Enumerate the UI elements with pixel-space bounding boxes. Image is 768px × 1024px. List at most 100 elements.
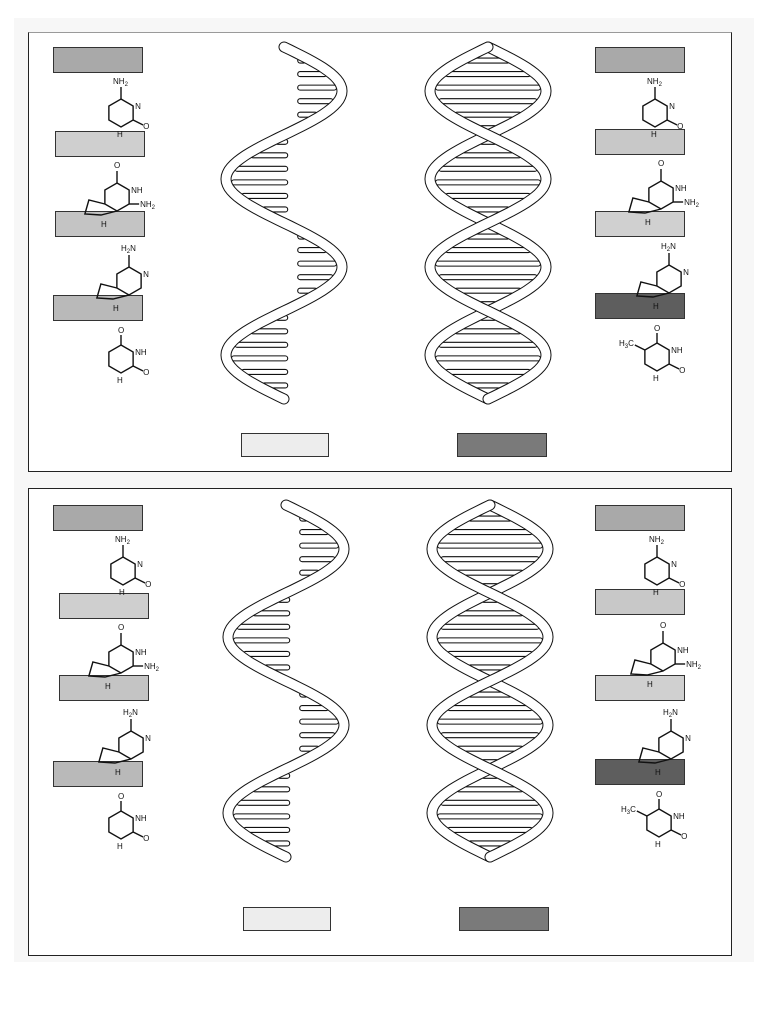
adenine-structure-icon: H2N N H — [87, 701, 177, 780]
svg-text:N: N — [683, 268, 689, 277]
svg-text:NH: NH — [677, 646, 689, 655]
rna-label-box[interactable] — [243, 907, 331, 931]
svg-text:NH2: NH2 — [140, 200, 156, 211]
svg-text:H: H — [105, 682, 111, 689]
svg-text:NH: NH — [135, 814, 147, 823]
thymine-structure-icon: O H3C O NH H — [619, 787, 699, 862]
svg-text:NH2: NH2 — [647, 77, 663, 88]
rna-label-box[interactable] — [241, 433, 329, 457]
svg-text:N: N — [685, 734, 691, 743]
svg-text:H: H — [113, 304, 119, 311]
svg-text:H: H — [119, 588, 125, 597]
svg-text:O: O — [677, 122, 683, 131]
svg-text:N: N — [669, 102, 675, 111]
right-label-box-guanine[interactable] — [595, 589, 685, 615]
svg-text:N: N — [137, 560, 143, 569]
svg-text:H: H — [647, 680, 653, 687]
svg-text:NH2: NH2 — [144, 662, 160, 673]
svg-text:O: O — [654, 324, 660, 333]
svg-text:O: O — [660, 621, 666, 630]
rna-single-strand-helix-icon — [211, 495, 361, 872]
svg-text:NH: NH — [135, 348, 147, 357]
svg-text:N: N — [135, 102, 141, 111]
dna-double-helix-icon — [415, 495, 565, 872]
cytosine-structure-icon: NH2 O N H — [625, 73, 695, 148]
svg-text:H: H — [655, 768, 661, 775]
uracil-structure-icon: O O NH H — [91, 323, 161, 398]
svg-text:H2N: H2N — [123, 708, 138, 719]
svg-text:NH2: NH2 — [686, 660, 702, 671]
svg-text:NH2: NH2 — [684, 198, 700, 209]
svg-text:H: H — [653, 374, 659, 383]
svg-text:H3C: H3C — [619, 339, 634, 350]
svg-text:H: H — [645, 218, 651, 225]
right-label-box-cytosine[interactable] — [595, 47, 685, 73]
left-label-box-cytosine[interactable] — [53, 47, 143, 73]
svg-text:H: H — [117, 842, 123, 851]
svg-text:O: O — [118, 623, 124, 632]
uracil-structure-icon: O O NH H — [91, 789, 161, 864]
svg-text:NH: NH — [131, 186, 143, 195]
left-label-box-guanine[interactable] — [59, 593, 149, 619]
svg-text:O: O — [114, 161, 120, 170]
adenine-structure-icon: H2N N H — [627, 701, 717, 780]
svg-text:O: O — [145, 580, 151, 589]
svg-text:H: H — [651, 130, 657, 139]
svg-text:H: H — [117, 376, 123, 385]
svg-text:O: O — [143, 368, 149, 377]
svg-text:O: O — [143, 122, 149, 131]
svg-text:NH2: NH2 — [113, 77, 129, 88]
svg-text:NH: NH — [673, 812, 685, 821]
svg-text:NH: NH — [671, 346, 683, 355]
svg-text:H: H — [117, 130, 123, 139]
svg-text:H2N: H2N — [121, 244, 136, 255]
svg-text:O: O — [118, 792, 124, 801]
svg-text:NH2: NH2 — [115, 535, 131, 546]
svg-text:H: H — [655, 840, 661, 849]
svg-text:O: O — [118, 326, 124, 335]
dna-double-helix-icon — [413, 37, 563, 414]
svg-text:H3C: H3C — [621, 805, 636, 816]
right-label-box-cytosine[interactable] — [595, 505, 685, 531]
right-label-box-adenine[interactable] — [595, 675, 685, 701]
svg-text:O: O — [656, 790, 662, 799]
svg-text:O: O — [143, 834, 149, 843]
cytosine-structure-icon: NH2 O N H — [93, 531, 163, 606]
dna-label-box[interactable] — [459, 907, 549, 931]
right-label-box-thymine[interactable] — [595, 293, 685, 319]
right-label-box-thymine[interactable] — [595, 759, 685, 785]
right-label-box-adenine[interactable] — [595, 211, 685, 237]
dna-label-box[interactable] — [457, 433, 547, 457]
cytosine-structure-icon: NH2 O N H — [91, 73, 161, 148]
svg-text:H2N: H2N — [661, 242, 676, 253]
svg-text:NH: NH — [135, 648, 147, 657]
svg-text:O: O — [679, 366, 685, 375]
svg-text:H2N: H2N — [663, 708, 678, 719]
svg-text:H: H — [101, 220, 107, 227]
svg-text:O: O — [681, 832, 687, 841]
svg-text:H: H — [653, 588, 659, 597]
thymine-structure-icon: O H3C O NH H — [617, 321, 697, 396]
adenine-structure-icon: H2N N H — [625, 235, 715, 314]
svg-text:NH: NH — [675, 184, 687, 193]
rna-single-strand-helix-icon — [209, 37, 359, 414]
svg-text:O: O — [658, 159, 664, 168]
left-label-box-uracil[interactable] — [53, 761, 143, 787]
left-label-box-guanine[interactable] — [55, 131, 145, 157]
svg-text:NH2: NH2 — [649, 535, 665, 546]
guanine-structure-icon: O NH NH2 H — [69, 619, 169, 694]
bottom-panel: NH2 O N H O NH NH2 H H2N N H O — [28, 488, 732, 956]
right-label-box-guanine[interactable] — [595, 129, 685, 155]
svg-text:H: H — [653, 302, 659, 309]
guanine-structure-icon: O NH NH2 H — [65, 157, 165, 232]
svg-text:N: N — [145, 734, 151, 743]
left-label-box-adenine[interactable] — [59, 675, 149, 701]
left-label-box-cytosine[interactable] — [53, 505, 143, 531]
svg-text:N: N — [143, 270, 149, 279]
cytosine-structure-icon: NH2 O N H — [627, 531, 697, 606]
adenine-structure-icon: H2N N H — [85, 237, 175, 316]
guanine-structure-icon: O NH NH2 H — [611, 617, 711, 692]
svg-text:H: H — [115, 768, 121, 775]
svg-text:N: N — [671, 560, 677, 569]
svg-text:O: O — [679, 580, 685, 589]
